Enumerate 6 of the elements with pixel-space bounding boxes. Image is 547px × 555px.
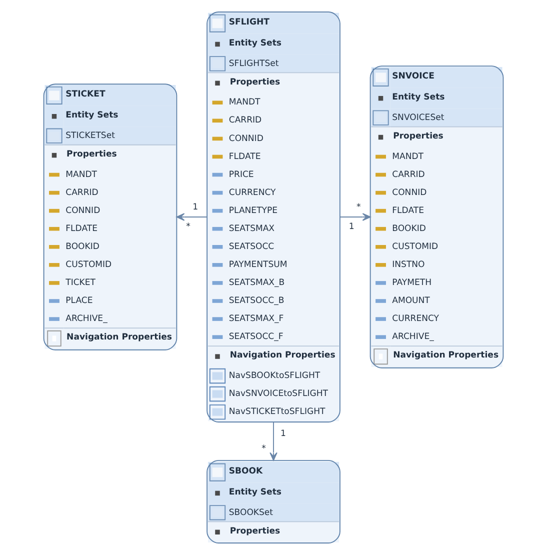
label: 1 — [348, 222, 354, 232]
label: 1 — [280, 428, 286, 439]
label: * — [186, 222, 190, 232]
label: * — [356, 202, 361, 212]
label: * — [262, 444, 266, 454]
label: 1 — [192, 202, 198, 212]
